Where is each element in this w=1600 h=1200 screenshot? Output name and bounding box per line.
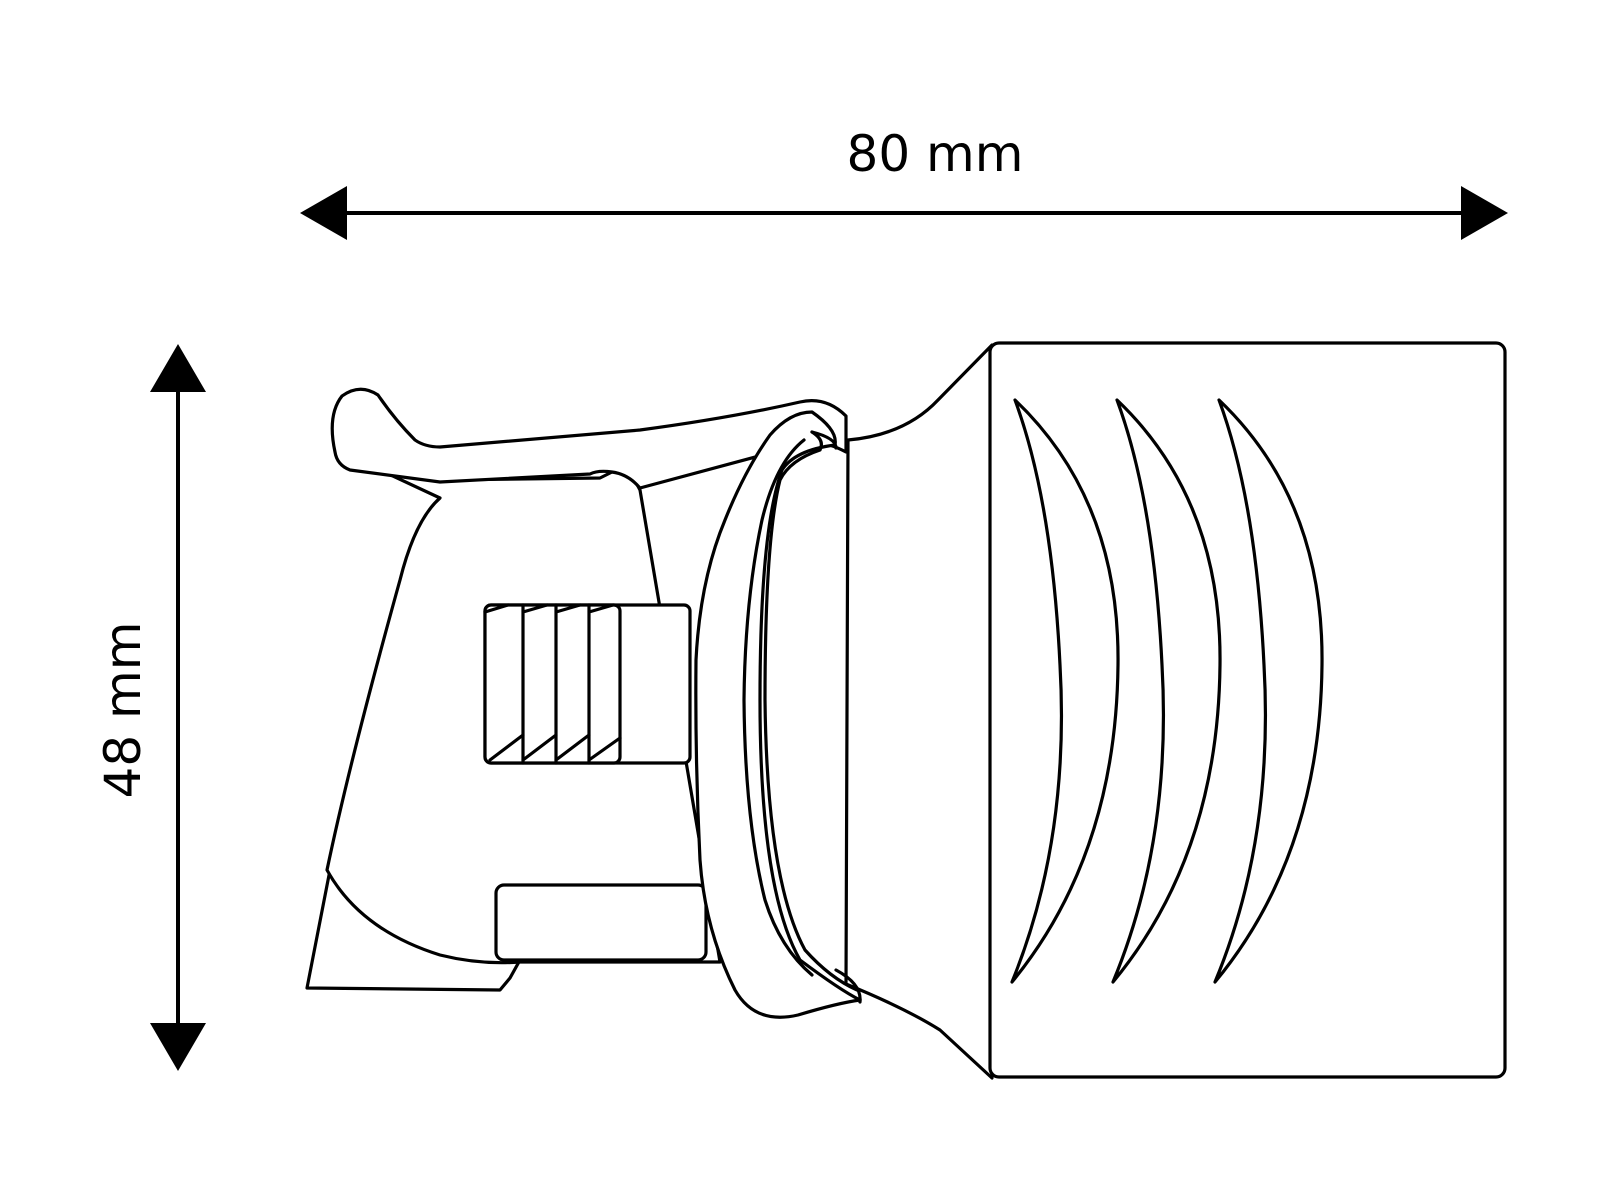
height-arrow-top-icon [150,344,206,392]
end-cap-body [988,341,1507,1079]
connector-product [305,341,1507,1080]
end-cap [844,341,1507,1080]
width-arrow-left-icon [300,186,347,240]
collar-ring-outer [694,410,862,1019]
lower-slot [494,883,708,962]
width-dimension: 80 mm [300,125,1508,240]
collar-ring-inner [763,430,859,992]
end-cap-rib-3 [1213,398,1324,984]
end-cap-rib-1 [1010,398,1120,984]
top-clip [330,387,848,490]
end-cap-rib-2 [1111,398,1222,984]
width-label: 80 mm [847,125,1024,183]
height-label: 48 mm [94,622,152,799]
collar-ring [694,410,862,1019]
top-clip-lever [330,387,848,490]
end-cap-neck [844,343,994,1080]
collar-ring-edge [742,438,814,977]
collar-ring-tip [810,430,862,1004]
height-arrow-bottom-icon [150,1023,206,1071]
lower-shell [305,468,722,992]
height-dimension: 48 mm [94,344,206,1071]
latch-teeth-block [483,603,622,765]
width-arrow-right-icon [1461,186,1508,240]
latch-teeth [483,603,622,765]
